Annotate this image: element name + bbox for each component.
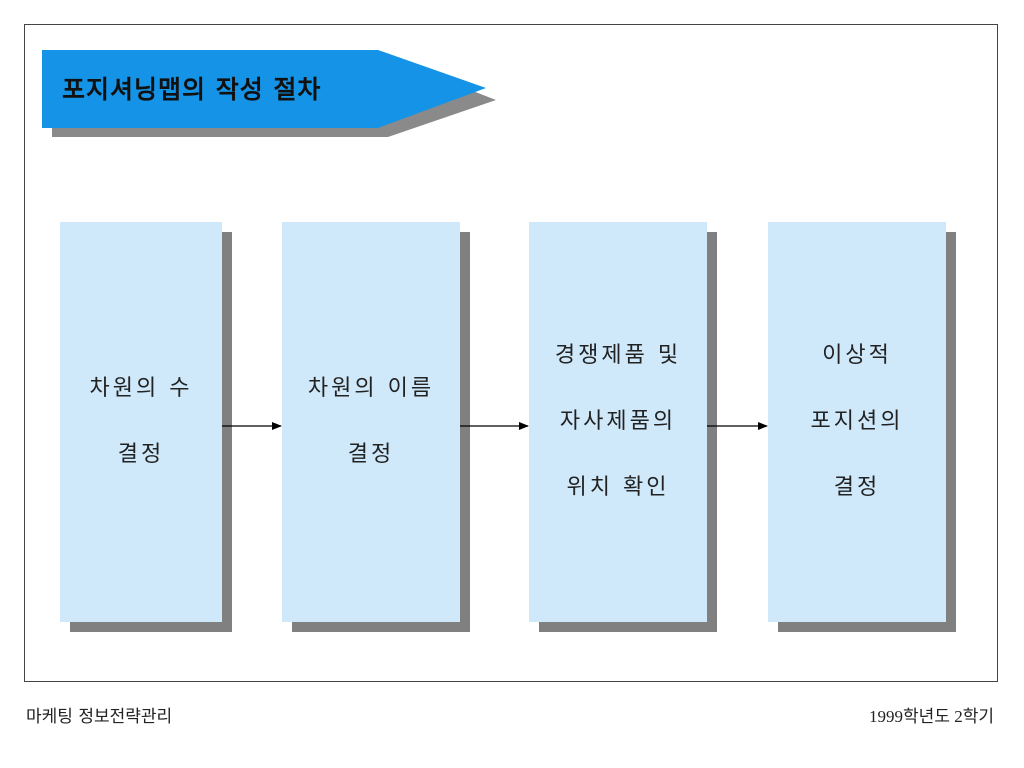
slide-frame (24, 24, 998, 682)
step-text-4: 이상적 포지션의 결정 (768, 323, 946, 521)
step-2-line-1: 차원의 이름 (307, 376, 435, 401)
step-2-line-2: 결정 (347, 442, 395, 467)
step-box-1: 차원의 수 결정 (60, 222, 222, 622)
step-text-2: 차원의 이름 결정 (282, 356, 460, 488)
page-title: 포지셔닝맵의 작성 절차 (62, 75, 322, 104)
step-box-4: 이상적 포지션의 결정 (768, 222, 946, 622)
step-3-line-1: 경쟁제품 및 (554, 343, 682, 368)
step-4-line-1: 이상적 (822, 343, 892, 368)
step-box-3: 경쟁제품 및 자사제품의 위치 확인 (529, 222, 707, 622)
semester-label: 1999학년도 2학기 (869, 707, 994, 726)
step-text-3: 경쟁제품 및 자사제품의 위치 확인 (529, 323, 707, 521)
step-text-1: 차원의 수 결정 (60, 356, 222, 488)
step-box-2: 차원의 이름 결정 (282, 222, 460, 622)
step-4-line-3: 결정 (833, 475, 881, 500)
step-1-line-1: 차원의 수 (89, 376, 193, 401)
step-3-line-3: 위치 확인 (566, 475, 670, 500)
step-4-line-2: 포지션의 (810, 409, 904, 434)
step-3-line-2: 자사제품의 (559, 409, 677, 434)
step-1-line-2: 결정 (117, 442, 165, 467)
course-name: 마케팅 정보전략관리 (26, 707, 173, 727)
